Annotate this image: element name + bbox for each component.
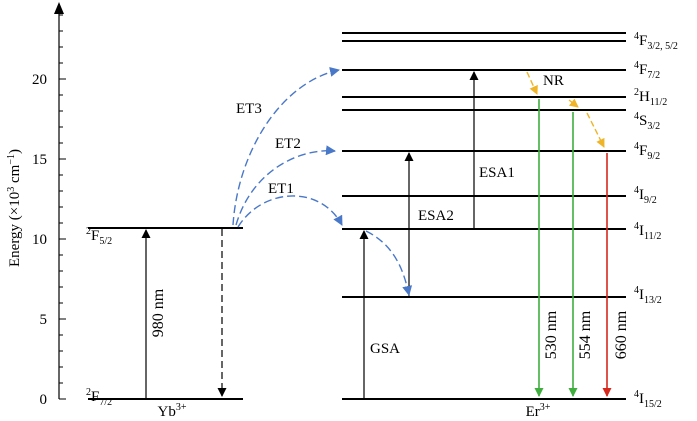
emission-530-label: 530 nm — [543, 310, 560, 359]
er-ion-label: Er3+ — [526, 402, 551, 420]
nr-label: NR — [543, 73, 564, 89]
er-level-label-4S3/2: 4S3/2 — [634, 111, 660, 132]
er-level-label-4F3/2: 4F3/2, 5/2 — [634, 31, 678, 52]
tick-label-20: 20 — [32, 72, 47, 88]
gsa-label: GSA — [370, 341, 400, 357]
nr-arrow-2 — [568, 98, 579, 108]
tick-label-0: 0 — [40, 392, 48, 408]
emission-660-label: 660 nm — [613, 310, 630, 359]
et1-label: ET1 — [268, 181, 294, 197]
yb-level-label-2F7/2: 2F7/2 — [86, 387, 112, 408]
er-level-label-2H11/2: 2H11/2 — [634, 87, 667, 108]
nr-arrow-3 — [586, 112, 605, 148]
y-axis-title: Energy (×103 cm−1) — [6, 149, 23, 267]
yb-ion-label: Yb3+ — [158, 402, 187, 420]
er-level-label-4I11/2: 4I11/2 — [634, 221, 661, 242]
er-level-label-4I13/2: 4I13/2 — [634, 285, 662, 306]
er-level-label-4I15/2: 4I15/2 — [634, 389, 662, 410]
tick-label-5: 5 — [40, 312, 48, 328]
esa2-label: ESA2 — [418, 208, 454, 224]
nr-arrow-1 — [526, 71, 538, 95]
emission-554-label: 554 nm — [577, 310, 594, 359]
er-level-label-4F7/2: 4F7/2 — [634, 60, 660, 81]
er-level-label-4F9/2: 4F9/2 — [634, 141, 660, 162]
y-axis-ticks — [59, 14, 66, 400]
tick-label-10: 10 — [32, 232, 47, 248]
et1-arrow — [237, 195, 343, 228]
et3-label: ET3 — [236, 101, 262, 117]
er-level-label-4I9/2: 4I9/2 — [634, 185, 657, 206]
y-axis-arrowhead — [54, 2, 64, 14]
et2-arrow — [235, 145, 336, 226]
excitation-label: 980 nm — [150, 288, 167, 337]
yb-level-label-2F5/2: 2F5/2 — [86, 226, 112, 247]
esa1-label: ESA1 — [479, 165, 515, 181]
et3-arrow — [232, 66, 340, 226]
y-axis-tick-labels: 0 5 10 15 20 — [32, 72, 47, 408]
et2-label: ET2 — [275, 136, 301, 152]
tick-label-15: 15 — [32, 152, 47, 168]
er-relaxation-arrow — [365, 230, 413, 296]
